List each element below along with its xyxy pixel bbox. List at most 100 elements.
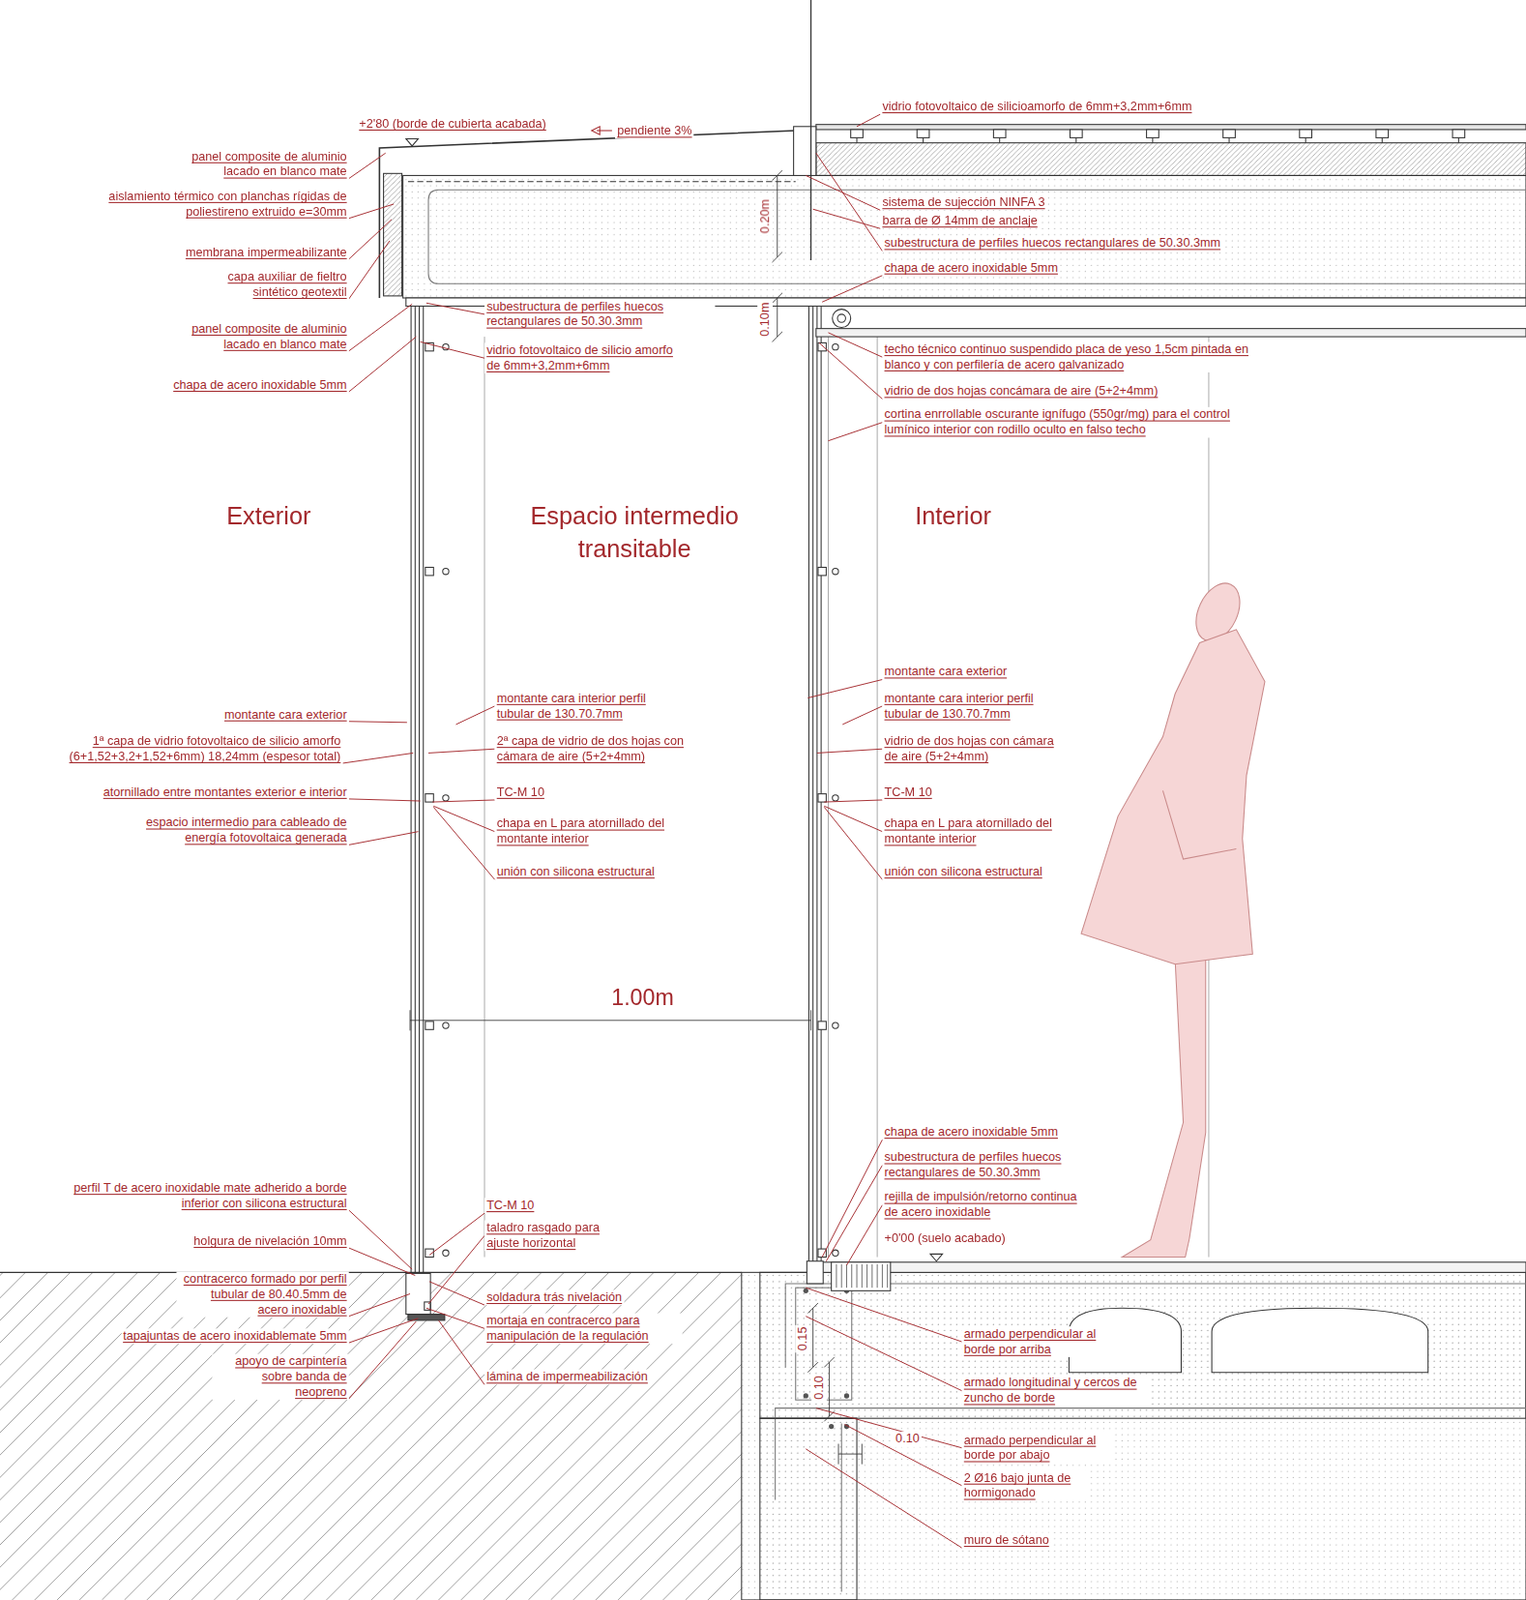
dimension-tick	[771, 170, 783, 181]
glass-support	[1146, 129, 1160, 138]
interior-glass-line	[812, 301, 814, 1265]
leader-line	[349, 1320, 417, 1399]
hatch-line	[34, 1271, 363, 1600]
blind-line	[827, 336, 829, 1257]
slab-void	[1211, 1307, 1429, 1372]
annotation-label: armado longitudinal y cercos de zuncho d…	[962, 1375, 1150, 1407]
hatch-line	[146, 1271, 475, 1600]
bracket	[818, 1021, 826, 1029]
annotation-label: chapa en L para atornillado del montante…	[881, 816, 1070, 848]
hatch-line	[0, 1271, 273, 1600]
hatch-line	[124, 1271, 453, 1600]
interior-glass-line	[808, 301, 810, 1265]
basement-structure	[741, 1271, 1526, 1600]
grille-bar	[886, 1263, 888, 1288]
leader-line	[349, 240, 390, 299]
dimension-tick	[771, 252, 783, 264]
annotation-label: mortaja en contracerco para manipulación…	[484, 1313, 683, 1345]
membrane-line	[408, 180, 796, 182]
leader-line	[439, 1320, 485, 1384]
basement-wall	[760, 1417, 857, 1600]
annotation-label: vidrio fotovoltaico de silicio amorfo de…	[484, 342, 677, 374]
grille-bar	[841, 1263, 843, 1288]
annotation-label: vidrio de dos hojas concámara de aire (5…	[881, 383, 1160, 400]
leader-line	[823, 805, 882, 831]
annotation-label: unión con silicona estructural	[495, 863, 657, 880]
annotation-label: espacio intermedio para cableado de ener…	[119, 815, 349, 847]
hatch-line	[0, 1271, 206, 1600]
annotation-label: chapa en L para atornillado del montante…	[495, 816, 683, 848]
leader-line	[349, 1247, 416, 1275]
rebar-line	[785, 1283, 1526, 1367]
leader-line	[349, 219, 392, 260]
annotation-label: atornillado entre montantes exterior e i…	[101, 784, 350, 800]
glass-support	[922, 137, 924, 143]
rebar-line	[841, 1422, 843, 1591]
bolt	[442, 794, 449, 801]
grille-bar	[846, 1263, 848, 1288]
hatch-line	[0, 1271, 93, 1600]
annotation-label: TC-M 10	[484, 1197, 536, 1213]
leader-line	[827, 332, 882, 357]
annotation-label: vidrio de dos hojas con cámara de aire (…	[881, 733, 1060, 764]
hatch-line	[0, 1271, 318, 1600]
suspended-ceiling	[816, 328, 1526, 337]
bolt	[832, 1249, 839, 1256]
bracket	[425, 1021, 434, 1029]
annotation-label: pendiente 3%	[615, 123, 695, 140]
leader-line	[429, 1281, 485, 1305]
annotation-label: apoyo de carpintería sobre banda de neop…	[211, 1353, 349, 1400]
leader-line	[432, 799, 495, 802]
glass-support	[1305, 137, 1307, 143]
leader-line	[821, 1139, 882, 1257]
hatch-line	[393, 1271, 722, 1600]
annotation-label: membrana impermeabilizante	[183, 244, 350, 261]
bolt	[442, 568, 449, 575]
annotation-label: sistema de sujección NINFA 3	[880, 194, 1047, 210]
leader-line	[813, 208, 881, 229]
grille-bar	[856, 1263, 858, 1288]
leader-line	[842, 705, 882, 725]
rebar-line	[775, 1408, 1526, 1500]
zone-label: Interior	[912, 499, 994, 533]
ninfa-fixing	[793, 126, 817, 177]
annotation-label: subestructura de perfiles huecos rectang…	[484, 298, 715, 330]
annotation-label: lámina de impermeabilización	[484, 1369, 650, 1385]
bolt	[832, 568, 839, 575]
grille-bar	[877, 1263, 879, 1288]
annotation-label: subestructura de perfiles huecos rectang…	[881, 235, 1223, 252]
leader-line	[342, 752, 413, 763]
dimension-line	[838, 1453, 862, 1455]
annotation-label: TC-M 10	[495, 784, 547, 800]
dimension-tick	[807, 1302, 819, 1314]
floor-profile	[806, 1261, 823, 1284]
leader-line	[349, 336, 417, 392]
zone-label: Espacio intermedio transitable	[504, 499, 764, 566]
glass-support	[998, 137, 1000, 143]
dimension-tick	[810, 1009, 812, 1030]
leader-line	[821, 275, 882, 302]
hatch-line	[101, 1271, 430, 1600]
grille-bar	[871, 1263, 873, 1288]
glass-support	[1299, 129, 1313, 138]
bracket	[818, 793, 826, 802]
interior-glass-line	[821, 301, 822, 1265]
annotation-label: perfil T de acero inoxidable mate adheri…	[60, 1179, 349, 1211]
leader-line	[349, 831, 419, 846]
anchor-bar	[810, 0, 812, 261]
dimension-line	[776, 297, 778, 337]
leader-line	[823, 806, 882, 880]
exterior-glass-line	[414, 301, 416, 1273]
leader-line	[825, 1165, 882, 1262]
leader-lines	[342, 114, 962, 1548]
level-mark	[406, 138, 419, 146]
leader-line	[349, 152, 386, 178]
glass-support	[1223, 129, 1236, 138]
supply-grille	[831, 1261, 891, 1292]
rebar-dot	[828, 1423, 834, 1429]
leader-line	[349, 721, 408, 723]
annotation-label: cortina enrrollable oscurante ignífugo (…	[881, 407, 1269, 439]
hatch-line	[0, 1271, 250, 1600]
bracket	[818, 1248, 826, 1257]
leader-line	[429, 1212, 485, 1255]
